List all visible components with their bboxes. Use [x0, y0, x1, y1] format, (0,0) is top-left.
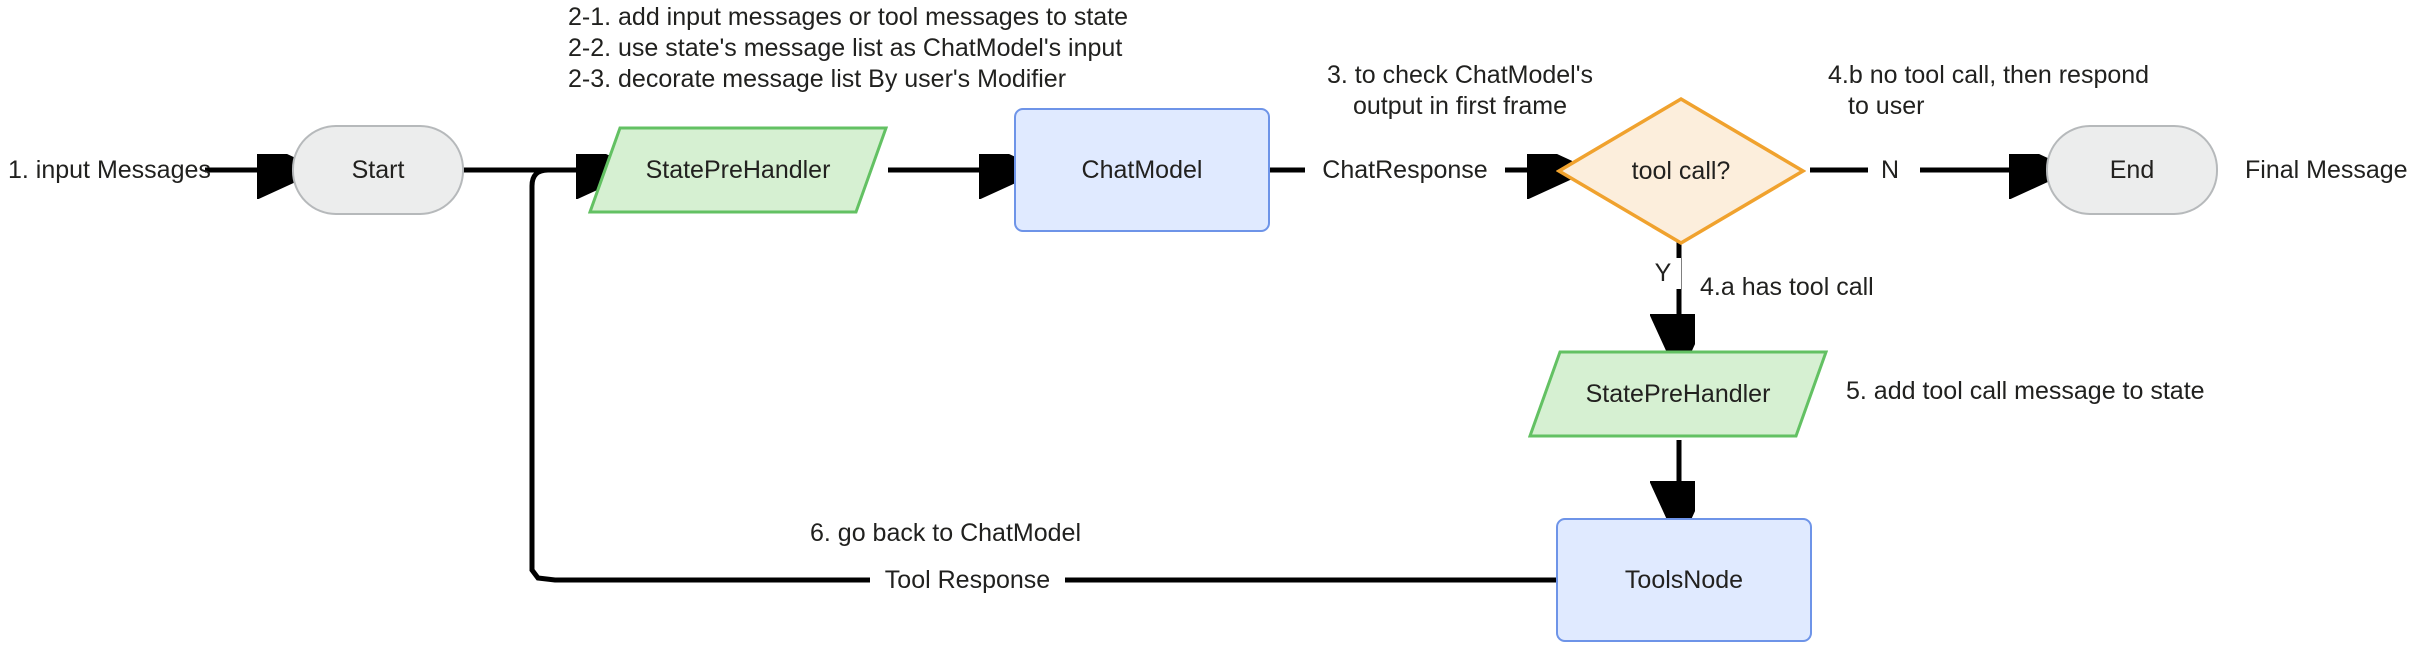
parallelogram-shape-top: [588, 126, 888, 214]
annotation-step-4a: 4.a has tool call: [1700, 273, 1874, 301]
edge-label-chat-response: ChatResponse: [1305, 155, 1505, 186]
edge-label-final-message: Final Message: [2245, 156, 2408, 184]
node-state-pre-handler-bottom[interactable]: StatePreHandler: [1528, 350, 1828, 438]
node-chat-model[interactable]: ChatModel: [1014, 108, 1270, 232]
annotation-step-3-line2: output in first frame: [1353, 92, 1567, 120]
edge-label-tool-response: Tool Response: [870, 565, 1065, 596]
node-tool-call-decision[interactable]: tool call?: [1556, 96, 1806, 246]
annotation-step-5: 5. add tool call message to state: [1846, 377, 2205, 405]
diamond-shape: [1556, 96, 1806, 246]
node-chat-model-label: ChatModel: [1081, 155, 1203, 184]
node-tools-node[interactable]: ToolsNode: [1556, 518, 1812, 642]
annotation-step-2-3: 2-3. decorate message list By user's Mod…: [568, 65, 1067, 93]
parallelogram-shape-bottom: [1528, 350, 1828, 438]
node-start[interactable]: Start: [292, 125, 464, 215]
edge-loop-corner: [529, 167, 560, 187]
annotation-step-4b-line1: 4.b no tool call, then respond: [1828, 61, 2150, 89]
node-end-label: End: [2109, 155, 2155, 184]
edge-label-input-messages: 1. input Messages: [8, 156, 211, 184]
edge-label-branch-yes: Y: [1645, 258, 1681, 289]
annotation-step-2-1: 2-1. add input messages or tool messages…: [568, 3, 1129, 31]
annotation-step-2-2: 2-2. use state's message list as ChatMod…: [568, 34, 1123, 62]
annotation-step-6: 6. go back to ChatModel: [810, 519, 1081, 547]
node-tool-call-decision-label: tool call?: [1631, 156, 1731, 185]
edge-label-branch-no: N: [1868, 155, 1912, 186]
annotation-step-3-line1: 3. to check ChatModel's: [1326, 61, 1593, 89]
node-tools-node-label: ToolsNode: [1624, 565, 1744, 594]
node-state-pre-handler-top-label: StatePreHandler: [645, 155, 831, 184]
node-state-pre-handler-top[interactable]: StatePreHandler: [588, 126, 888, 214]
node-state-pre-handler-bottom-label: StatePreHandler: [1585, 379, 1771, 408]
annotation-step-4b-line2: to user: [1848, 92, 1925, 120]
node-start-label: Start: [351, 155, 405, 184]
node-end[interactable]: End: [2046, 125, 2218, 215]
